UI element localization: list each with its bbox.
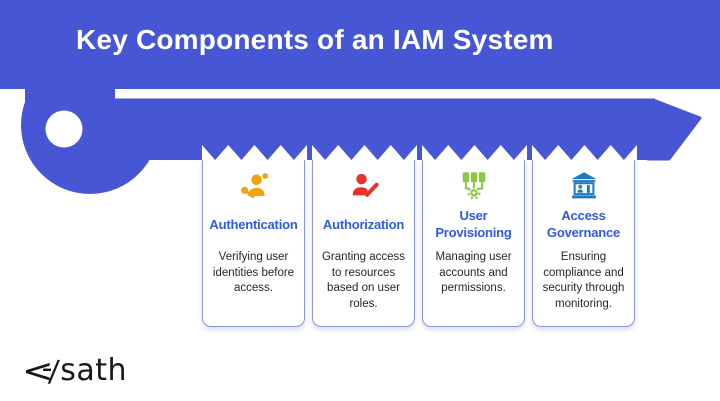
user-key-icon xyxy=(239,171,269,201)
key-tip xyxy=(646,96,702,161)
card-title: User Provisioning xyxy=(435,208,512,240)
governance-icon xyxy=(569,171,599,201)
card-title: Authentication xyxy=(209,216,298,232)
user-edit-icon xyxy=(349,171,379,201)
card-user-provisioning: User Provisioning Managing user accounts… xyxy=(422,145,527,330)
logo-chevron: < xyxy=(21,351,54,390)
card-description: Managing user accounts and permissions. xyxy=(435,251,512,294)
card-zigzag-edge xyxy=(532,145,637,160)
page-title: Key Components of an IAM System xyxy=(76,24,554,55)
card-authorization: Authorization Granting access to resourc… xyxy=(312,145,417,330)
card-zigzag-edge xyxy=(202,145,307,160)
logo-wordmark: sath xyxy=(60,353,128,388)
card-description: Ensuring compliance and security through… xyxy=(542,251,625,310)
card-description: Granting access to resources based on us… xyxy=(321,251,406,310)
card-authentication: Authentication Verifying user identities… xyxy=(202,145,307,330)
logo-dash: - xyxy=(41,351,53,386)
header-banner: Key Components of an IAM System xyxy=(0,0,720,89)
card-title: Access Governance xyxy=(546,208,621,240)
card-zigzag-edge xyxy=(312,145,417,160)
key-head-hole xyxy=(45,110,83,148)
card-zigzag-edge xyxy=(422,145,527,160)
card-description: Verifying user identities before access. xyxy=(212,251,295,294)
card-title: Authorization xyxy=(322,216,405,232)
card-access-governance: Access Governance Ensuring compliance an… xyxy=(532,145,637,330)
logo-slash: / xyxy=(47,353,62,388)
sath-logo: < - / sath xyxy=(21,351,128,390)
key-gap-line xyxy=(115,89,720,99)
provisioning-icon xyxy=(459,171,489,201)
